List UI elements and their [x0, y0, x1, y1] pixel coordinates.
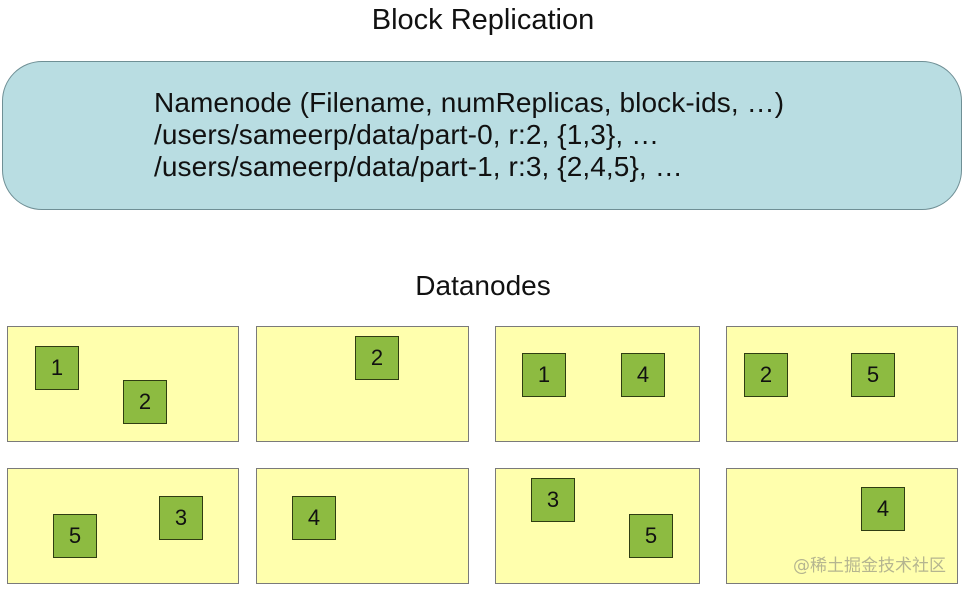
- datanode-4: 2 5: [726, 326, 958, 442]
- block: 5: [629, 514, 673, 558]
- datanode-5: 5 3: [7, 468, 239, 584]
- block: 5: [53, 514, 97, 558]
- datanode-7: 3 5: [495, 468, 700, 584]
- block: 5: [851, 353, 895, 397]
- diagram-title: Block Replication: [371, 4, 595, 36]
- block: 1: [35, 346, 79, 390]
- datanode-1: 1 2: [7, 326, 239, 442]
- block: 3: [531, 478, 575, 522]
- namenode-header-line: Namenode (Filename, numReplicas, block-i…: [154, 87, 785, 118]
- block: 3: [159, 496, 203, 540]
- datanode-3: 1 4: [495, 326, 700, 442]
- datanode-8: 4: [726, 468, 958, 584]
- block: 2: [355, 336, 399, 380]
- namenode-file-entry-part-0: /users/sameerp/data/part-0, r:2, {1,3}, …: [154, 119, 660, 150]
- namenode-box: Namenode (Filename, numReplicas, block-i…: [2, 61, 962, 210]
- watermark: @稀土掘金技术社区: [793, 556, 946, 576]
- block: 4: [621, 353, 665, 397]
- block: 2: [744, 353, 788, 397]
- block: 4: [861, 487, 905, 531]
- block: 1: [522, 353, 566, 397]
- block: 4: [292, 496, 336, 540]
- block: 2: [123, 380, 167, 424]
- datanodes-label: Datanodes: [415, 270, 551, 301]
- datanode-6: 4: [256, 468, 469, 584]
- namenode-file-entry-part-1: /users/sameerp/data/part-1, r:3, {2,4,5}…: [154, 151, 683, 182]
- datanode-2: 2: [256, 326, 469, 442]
